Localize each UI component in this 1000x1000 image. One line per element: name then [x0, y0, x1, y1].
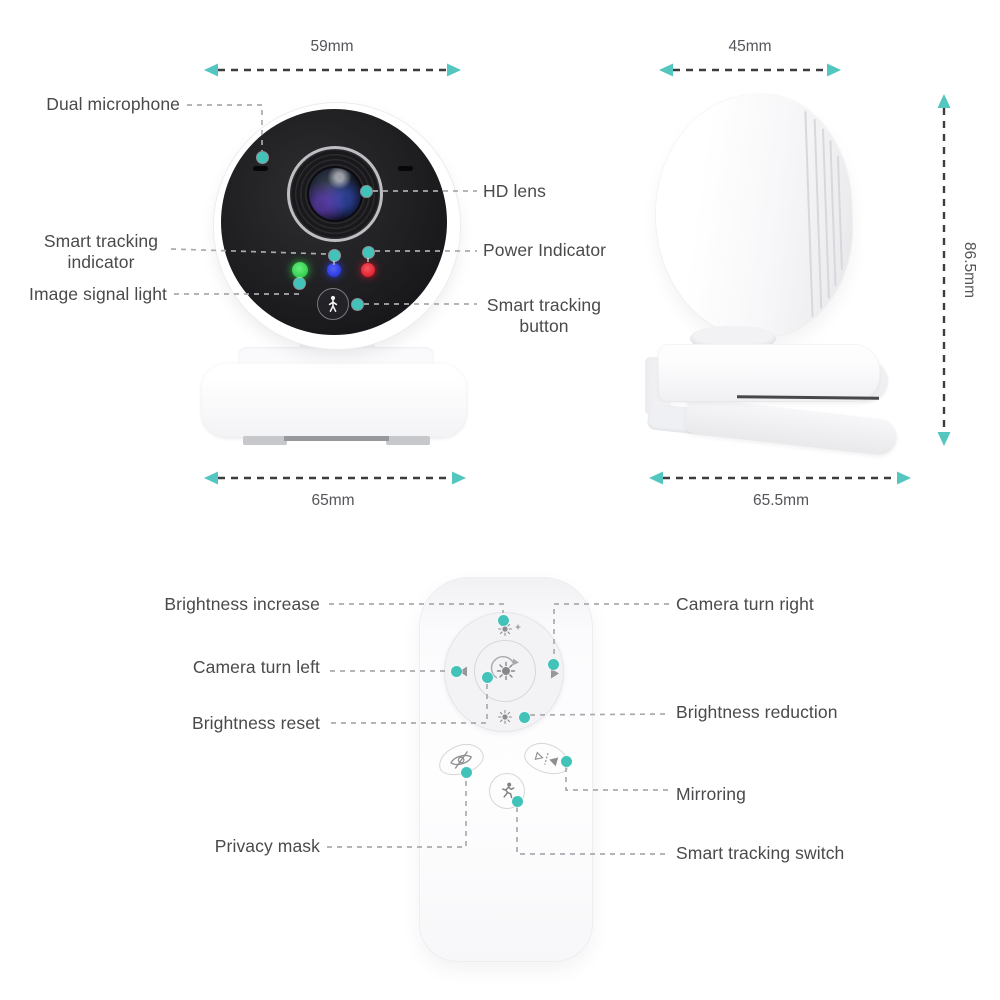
label-smart-tracking-indicator: Smart tracking indicator: [30, 231, 172, 273]
label-brightness-reset: Brightness reset: [191, 713, 320, 733]
arrowhead: [452, 471, 466, 485]
label-smart-tracking-switch: Smart tracking switch: [676, 843, 845, 863]
side-rib: [813, 118, 822, 309]
connector-dot-privacy-mask: [460, 766, 472, 778]
dim-label-65mm: 65mm: [311, 492, 355, 509]
connector-dot-smart-tracking-button: [351, 298, 363, 310]
walking-person-icon: [328, 295, 338, 312]
label-brightness-reduction: Brightness reduction: [676, 702, 838, 722]
connector-dot-camera-turn-left: [450, 665, 462, 677]
label-camera-turn-right: Camera turn right: [676, 594, 814, 614]
privacy-mask-eye-slash-icon: [450, 750, 472, 769]
connector-dot-hd-lens: [360, 185, 372, 197]
label-camera-turn-left: Camera turn left: [192, 657, 320, 677]
arrowhead: [827, 63, 841, 77]
front-mount-foot-right: [386, 436, 430, 445]
microphone-slot-left: [253, 166, 268, 171]
mirroring-button: [520, 738, 574, 779]
dim-label-86-5mm: 86.5mm: [961, 242, 978, 298]
connector-dot-brightness-increase: [497, 614, 509, 626]
label-privacy-mask: Privacy mask: [214, 836, 320, 856]
camera-turn-left-arrow-icon: [459, 666, 467, 677]
label-line: Smart tracking: [486, 295, 602, 315]
arrowhead: [659, 63, 673, 77]
label-image-signal-light: Image signal light: [29, 284, 167, 304]
label-smart-tracking-button: Smart tracking button: [483, 295, 605, 337]
connector-dot-brightness-reduction: [518, 711, 530, 723]
side-rib: [804, 111, 814, 318]
label-mirroring: Mirroring: [676, 784, 746, 804]
power-led-red: [361, 263, 375, 277]
label-power-indicator: Power Indicator: [483, 240, 607, 260]
side-mount-clip-arm: [684, 396, 899, 457]
connector-dot-mirroring: [560, 755, 572, 767]
arrowhead: [204, 471, 218, 485]
arrowhead: [649, 471, 663, 485]
label-dual-microphone: Dual microphone: [46, 94, 180, 114]
connector-dot-smart-tracking-switch: [511, 795, 523, 807]
dim-label-59mm: 59mm: [310, 38, 354, 55]
connector-dot-image-signal-light: [293, 277, 305, 289]
image-signal-led-green: [292, 262, 308, 278]
arrowhead: [447, 63, 461, 77]
label-hd-lens: HD lens: [483, 181, 546, 201]
label-line: button: [519, 316, 569, 336]
arrowhead: [937, 94, 951, 108]
camera-turn-right-arrow-icon: [551, 668, 559, 679]
arrowhead: [897, 471, 911, 485]
dim-label-65-5mm: 65.5mm: [753, 492, 809, 509]
side-rib: [829, 140, 836, 287]
side-rib: [836, 156, 843, 270]
remote-dpad-inner-ring: [474, 640, 536, 702]
connector-dot-power-indicator: [362, 246, 374, 258]
side-mount-body: [658, 344, 880, 402]
connector-dot-smart-tracking-indicator: [328, 249, 340, 261]
side-rib: [821, 128, 830, 299]
connector-dot-camera-turn-right: [547, 658, 559, 670]
connector-dot-dual-microphone: [256, 151, 268, 163]
front-mount-base: [201, 363, 467, 438]
label-line: Smart tracking: [43, 231, 159, 251]
mirroring-flip-icon: [534, 751, 559, 766]
label-line: indicator: [67, 252, 135, 272]
side-camera-head: [651, 91, 857, 341]
smart-tracking-button: [317, 288, 349, 320]
brightness-reset-rotate-sun-icon: [490, 655, 519, 681]
smart-tracking-led-blue: [327, 263, 341, 277]
front-mount-foot-left: [243, 436, 287, 445]
connector-dot-brightness-reset: [481, 671, 493, 683]
arrowhead: [204, 63, 218, 77]
microphone-slot-right: [398, 166, 413, 171]
label-brightness-increase: Brightness increase: [164, 594, 320, 614]
dim-label-45mm: 45mm: [728, 38, 772, 55]
smart-tracking-runner-icon: [502, 782, 515, 799]
front-mount-foot-bar: [284, 436, 389, 441]
hd-lens-glass: [307, 166, 363, 222]
privacy-mask-button: [434, 739, 488, 780]
arrowhead: [937, 432, 951, 446]
brightness-reduction-sun-icon: [498, 710, 512, 724]
